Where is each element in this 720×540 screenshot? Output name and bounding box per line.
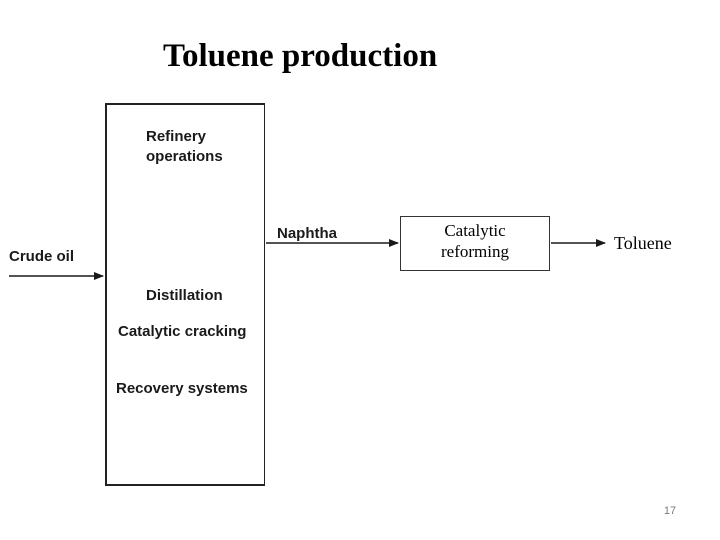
refinery-operations-line2: operations: [146, 148, 223, 165]
crude-oil-label: Crude oil: [9, 248, 75, 265]
page-number: 17: [663, 505, 677, 517]
recovery-systems-label: Recovery systems: [116, 380, 248, 397]
catalytic-reforming-line1: Catalytic: [444, 221, 506, 240]
naphtha-label: Naphtha: [277, 225, 337, 242]
refinery-operations-line1: Refinery: [146, 128, 207, 145]
catalytic-reforming-label: Catalytic reforming: [400, 220, 550, 262]
catalytic-cracking-label: Catalytic cracking: [118, 323, 247, 340]
toluene-output-label: Toluene: [614, 233, 672, 253]
refinery-operations-label: Refinery operations: [146, 127, 256, 167]
refinery-box: [105, 103, 265, 486]
catalytic-reforming-line2: reforming: [441, 242, 509, 261]
distillation-label: Distillation: [146, 287, 223, 304]
catalytic-reforming-box: [400, 216, 550, 271]
slide-title: Toluene production: [163, 38, 438, 74]
